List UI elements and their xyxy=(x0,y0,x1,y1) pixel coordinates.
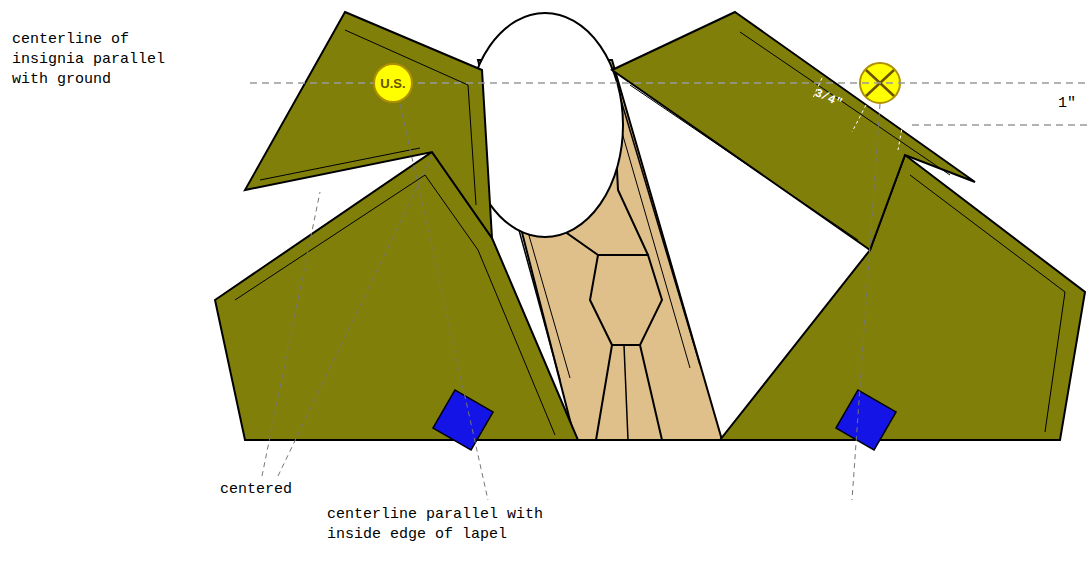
tie-fold xyxy=(624,345,628,440)
left-collar xyxy=(245,12,492,238)
tie-edge xyxy=(596,345,612,440)
lapel-stitch xyxy=(235,175,555,435)
dimension-tick xyxy=(852,105,866,132)
left-lapel xyxy=(215,152,578,440)
right-collar xyxy=(612,12,975,250)
note-text: centerline of insignia parallel with gro… xyxy=(12,30,182,90)
leader-line xyxy=(262,192,320,476)
branch-disc-left xyxy=(433,390,493,450)
tie-edge xyxy=(640,345,662,440)
insignia-text: U.S. xyxy=(373,63,413,103)
collar-stitch xyxy=(630,85,858,240)
leader-line xyxy=(400,104,488,500)
leader-line xyxy=(852,104,880,500)
lapel-stitch xyxy=(910,175,1065,432)
collar-stitch xyxy=(740,32,950,175)
leader-line xyxy=(278,156,432,476)
disc-shape xyxy=(374,64,412,102)
dimension-label: 1" xyxy=(1058,94,1076,114)
note-text: centered xyxy=(220,480,292,500)
right-lapel xyxy=(720,155,1085,440)
collar-stitch xyxy=(260,148,420,180)
tie-knot xyxy=(590,255,662,345)
branch-disc-right xyxy=(836,390,896,450)
dimension-tick xyxy=(898,112,905,150)
dimension-line xyxy=(912,124,1089,126)
note-text: centerline parallel with inside edge of … xyxy=(327,505,557,545)
collar-stitch xyxy=(345,30,476,205)
insignia-disc: U.S. xyxy=(373,63,413,103)
